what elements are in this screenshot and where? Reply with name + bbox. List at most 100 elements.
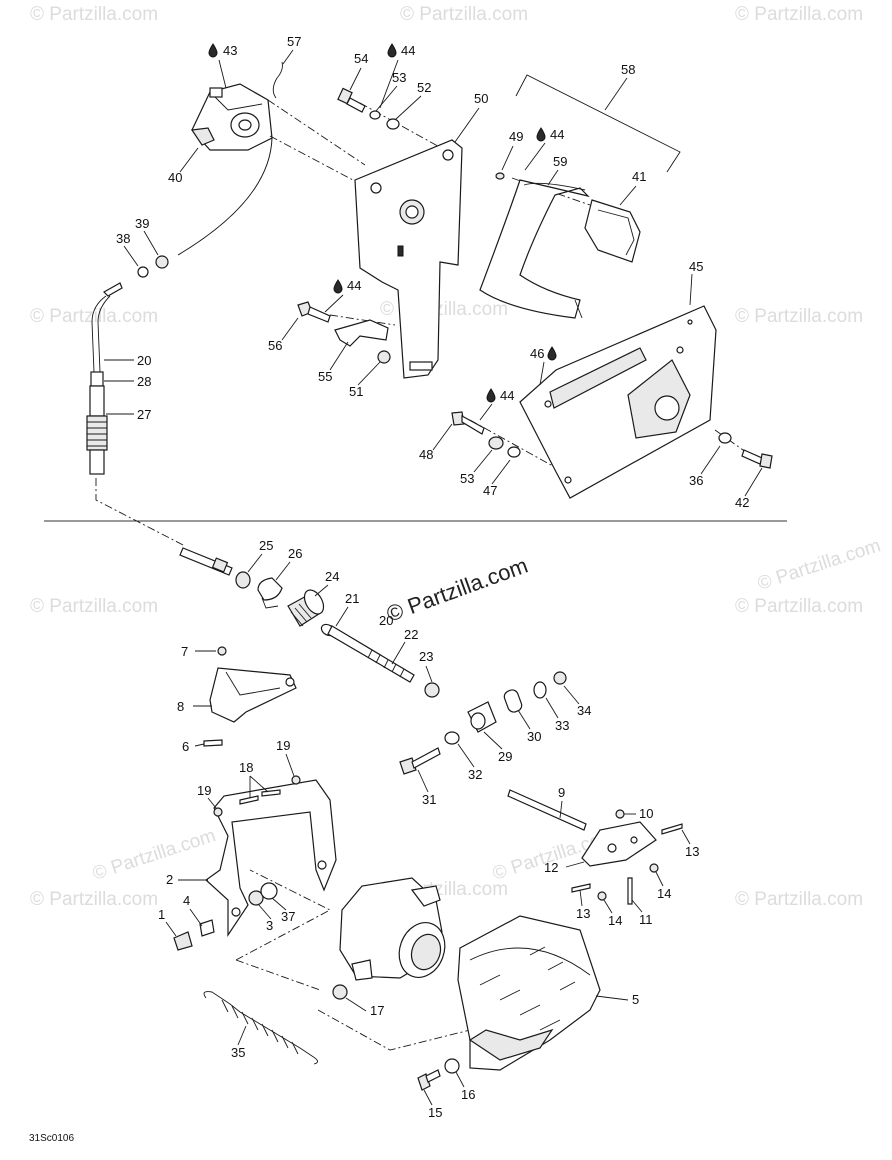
callout-label: 9: [558, 785, 565, 800]
leader-line: [359, 102, 446, 151]
callout-label: 45: [689, 259, 703, 274]
callout-label: 5: [632, 992, 639, 1007]
watermark: © Partzilla.com: [30, 596, 158, 617]
watermark: © Partzilla.com: [400, 4, 528, 25]
bolt-11: [627, 877, 633, 905]
callout-label: 43: [223, 43, 237, 58]
callout-label: 57: [287, 34, 301, 49]
nut-14: [597, 891, 607, 901]
nut-3: [248, 890, 264, 906]
oil-drop-icon: [547, 346, 557, 361]
leader-line: [511, 177, 591, 206]
callout-label: 8: [177, 699, 184, 714]
watermark: © Partzilla.com: [735, 596, 863, 617]
clip-26-edge: [261, 597, 279, 609]
watermark: © Partzilla.com: [735, 4, 863, 25]
callout-label: 24: [325, 569, 339, 584]
nut-19: [213, 807, 223, 817]
pin-13: [661, 823, 683, 835]
link-9: [507, 789, 587, 831]
nozzle-housing: [339, 877, 446, 981]
callout-label: 49: [509, 129, 523, 144]
callout-label: 52: [417, 80, 431, 95]
callout-label: 39: [135, 216, 149, 231]
oil-drop-icon: [333, 279, 343, 294]
callout-label: 34: [577, 703, 591, 718]
bolt-42: [759, 453, 773, 469]
nut-39: [155, 255, 169, 269]
callout-label: 14: [657, 886, 671, 901]
callout-label: 33: [555, 718, 569, 733]
leader-line: [469, 419, 561, 471]
bolt-15-shank: [425, 1069, 441, 1083]
cable-line: [177, 137, 273, 256]
nut-51: [377, 350, 391, 364]
callout-label: 26: [288, 546, 302, 561]
pedal-59: [479, 179, 590, 319]
washer-53: [488, 436, 504, 450]
leader-line: [317, 1009, 471, 1051]
leader-line: [235, 869, 331, 991]
callout-label: 35: [231, 1045, 245, 1060]
spacer-4: [199, 919, 215, 937]
watermark: © Partzilla.com: [755, 535, 883, 595]
callout-label: 13: [576, 906, 590, 921]
pin-18: [239, 795, 259, 805]
callout-label: 21: [345, 591, 359, 606]
callout-label: 16: [461, 1087, 475, 1102]
washer-52: [386, 118, 400, 130]
callout-leaders: [104, 49, 763, 1106]
callout-label: 27: [137, 407, 151, 422]
callout-label: 13: [685, 844, 699, 859]
callout-label: 44: [401, 43, 415, 58]
plate-50: [354, 139, 463, 379]
washer-16: [444, 1058, 460, 1074]
watermark: © Partzilla.com: [30, 889, 158, 910]
diagram-code: 31Sc0106: [29, 1133, 74, 1144]
pin-13: [571, 883, 591, 893]
watermark: © Partzilla.com: [90, 825, 218, 885]
nut-23: [424, 682, 440, 698]
callout-label: 37: [281, 909, 295, 924]
bolt-6: [203, 739, 223, 747]
callout-label: 22: [404, 627, 418, 642]
callout-label: 1: [158, 907, 165, 922]
callout-label: 44: [550, 127, 564, 142]
washer-32: [444, 731, 460, 745]
bushing-24: [287, 589, 325, 627]
callout-label: 10: [639, 806, 653, 821]
bracket-12: [581, 821, 657, 867]
callout-label: 46: [530, 346, 544, 361]
callout-label: 15: [428, 1105, 442, 1120]
panel-45: [519, 305, 717, 499]
callout-label: 4: [183, 893, 190, 908]
callout-label: 12: [544, 860, 558, 875]
spring-35: [203, 991, 318, 1065]
cable-20: [86, 282, 123, 475]
threaded-rod-21-22: [320, 623, 415, 683]
bracket-8: [209, 667, 297, 723]
callout-label: 11: [639, 912, 653, 927]
washer-53: [369, 110, 381, 120]
bolt-56-shank: [307, 306, 331, 323]
callout-label: 53: [460, 471, 474, 486]
bolt-49: [495, 172, 505, 180]
bolt-48: [451, 411, 465, 426]
bolt-48-shank: [461, 414, 485, 435]
washer-37: [260, 882, 278, 900]
frame-2: [205, 779, 337, 937]
callout-label: 44: [347, 278, 361, 293]
bolt-1: [173, 931, 193, 951]
callout-label: 19: [276, 738, 290, 753]
pedal-pad-41: [584, 199, 641, 263]
callout-label: 25: [259, 538, 273, 553]
pin-18: [261, 789, 281, 797]
callout-label: 7: [181, 644, 188, 659]
upper-assembly: [86, 43, 773, 547]
watermark: © Partzilla.com: [30, 306, 158, 327]
callout-label: 2: [166, 872, 173, 887]
nut-19: [291, 775, 301, 785]
clip-26: [257, 577, 283, 601]
oil-drop-icon: [486, 388, 496, 403]
